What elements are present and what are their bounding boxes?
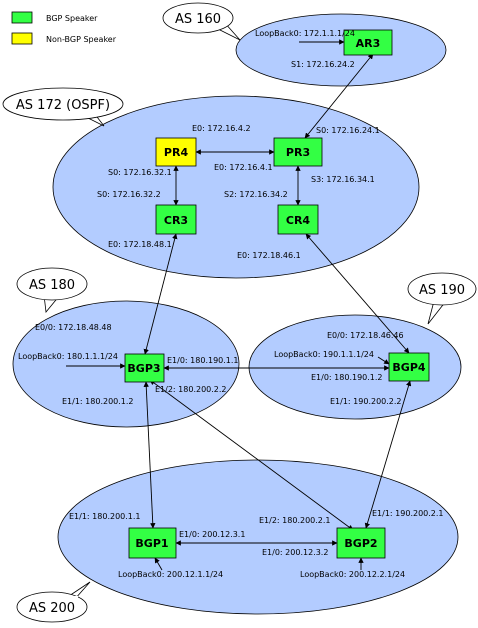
as190-callout: AS 190 [407, 272, 477, 325]
pr4-e0-label: E0: 172.16.4.2 [192, 124, 251, 133]
ar3-s1-label: S1: 172.16.24.2 [291, 60, 355, 69]
as160-label: AS 160 [175, 12, 221, 27]
cr3-e0-label: E0: 172.18.48.1 [108, 240, 172, 249]
bgp4-e10-label: E1/0: 180.190.1.2 [311, 373, 383, 382]
router-pr3[interactable]: PR3 [273, 137, 323, 167]
router-pr4[interactable]: PR4 [155, 137, 197, 167]
bgp4-e11-label: E1/1: 190.200.2.2 [330, 397, 402, 406]
as172-region [52, 95, 420, 279]
router-cr3[interactable]: CR3 [155, 204, 197, 235]
router-ar3[interactable]: AR3 [343, 29, 393, 56]
as180-label: AS 180 [29, 278, 75, 293]
bgp3-e00-label: E0/0: 172.18.48.48 [35, 323, 112, 332]
as160-region [235, 13, 447, 87]
bgp3-e10-label: E1/0: 180.190.1.1 [167, 356, 239, 365]
cr3-s0-label: S0: 172.16.32.2 [97, 190, 161, 199]
bgp2-e12-label: E1/2: 180.200.2.1 [259, 516, 331, 525]
bgp2-e11-label: E1/1: 190.200.2.1 [372, 509, 444, 518]
router-ar3-label: AR3 [356, 37, 381, 50]
legend-bgp-label: BGP Speaker [46, 14, 98, 23]
router-bgp3-label: BGP3 [127, 362, 160, 375]
as160-callout: AS 160 [162, 2, 241, 41]
legend: BGP Speaker Non-BGP Speaker [11, 11, 117, 45]
router-bgp4[interactable]: BGP4 [388, 352, 430, 382]
links [66, 39, 412, 571]
bgp3-e11-label: E1/1: 180.200.1.2 [62, 397, 134, 406]
bgp1-loopback-label: LoopBack0: 200.12.1.1/24 [118, 570, 223, 579]
router-pr3-label: PR3 [286, 146, 310, 159]
bgp2-e10-label: E1/0: 200.12.3.2 [262, 548, 328, 557]
bgp1-e11-label: E1/1: 180.200.1.1 [69, 512, 141, 521]
loopback-bgp1 [154, 557, 163, 571]
router-cr4-label: CR4 [286, 214, 311, 227]
as172-label: AS 172 (OSPF) [16, 98, 110, 113]
router-cr4[interactable]: CR4 [277, 204, 319, 235]
as180-callout: AS 180 [16, 267, 88, 313]
pr3-s0-label: S0: 172.16.24.1 [316, 126, 380, 135]
bgp3-e12-label: E1/2: 180.200.2.2 [155, 385, 227, 394]
as200-label: AS 200 [29, 601, 75, 616]
router-bgp1[interactable]: BGP1 [128, 527, 177, 559]
pr3-s3-label: S3: 172.16.34.1 [311, 175, 375, 184]
legend-nonbgp-label: Non-BGP Speaker [46, 35, 117, 44]
link-bgp3-bgp2 [149, 379, 354, 531]
as200-callout: AS 200 [16, 581, 91, 623]
router-cr3-label: CR3 [164, 214, 188, 227]
bgp4-e00-label: E0/0: 172.18.46.46 [327, 331, 404, 340]
legend-nonbgp-swatch [11, 32, 33, 45]
loopback-bgp4 [377, 356, 390, 365]
router-bgp3[interactable]: BGP3 [124, 353, 165, 383]
router-bgp2[interactable]: BGP2 [336, 527, 386, 559]
as200-region [57, 459, 459, 615]
cr4-e0-label: E0: 172.18.46.1 [237, 251, 301, 260]
router-bgp4-label: BGP4 [392, 361, 425, 374]
router-pr4-label: PR4 [164, 146, 189, 159]
link-ar3-pr3 [304, 53, 374, 139]
pr3-e0-label: E0: 172.16.4.1 [214, 163, 273, 172]
router-bgp2-label: BGP2 [344, 537, 377, 550]
legend-bgp-swatch [11, 11, 33, 24]
bgp4-loopback-label: LoopBack0: 190.1.1.1/24 [274, 350, 374, 359]
link-cr4-bgp4 [305, 233, 410, 354]
cr4-s2-label: S2: 172.16.34.2 [224, 190, 288, 199]
as172-callout: AS 172 (OSPF) [2, 87, 124, 127]
as190-label: AS 190 [419, 283, 465, 298]
bgp2-loopback-label: LoopBack0: 200.12.2.1/24 [300, 570, 405, 579]
link-bgp4-bgp2 [364, 380, 412, 529]
link-cr3-bgp3 [143, 233, 178, 355]
bgp1-e10-label: E1/0: 200.12.3.1 [179, 530, 245, 539]
bgp3-loopback-label: LoopBack0: 180.1.1.1/24 [18, 352, 118, 361]
router-bgp1-label: BGP1 [135, 537, 168, 550]
pr4-s0-label: S0: 172.16.32.1 [108, 168, 172, 177]
ar3-loopback-label: LoopBack0: 172.1.1.1/24 [255, 29, 355, 38]
